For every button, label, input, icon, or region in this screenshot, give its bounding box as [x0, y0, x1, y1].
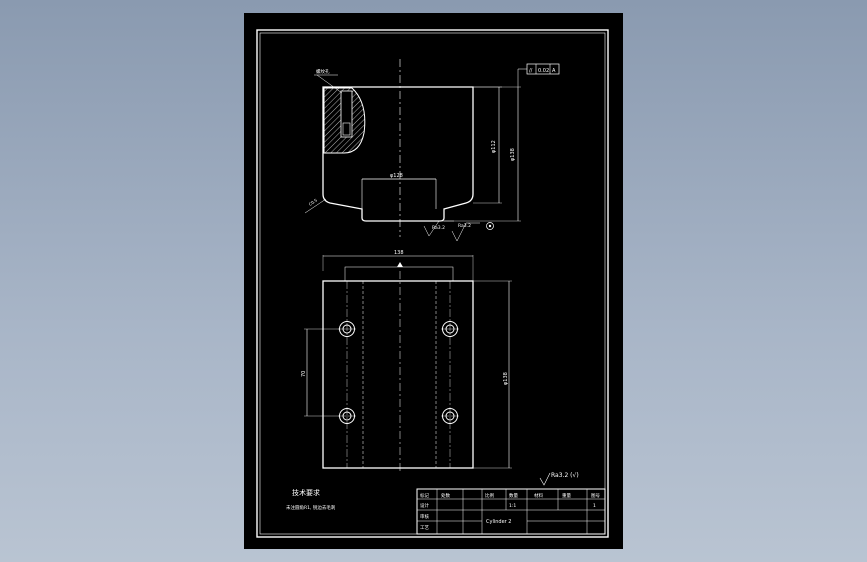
- dim-hole-spacing: 70: [301, 371, 307, 377]
- part-name: Cylinder 2: [486, 519, 511, 525]
- tb-r4c1: 工艺: [420, 525, 429, 531]
- mount-hole-bl: [338, 408, 356, 424]
- inner-border-thin: [259, 32, 606, 535]
- tolerance-datum: A: [552, 68, 556, 74]
- tolerance-symbol: //: [529, 68, 533, 74]
- tb-r1c6: 重量: [562, 492, 571, 499]
- arrow-marker: [397, 262, 403, 267]
- chamfer-label: C0.5: [308, 197, 319, 207]
- mount-hole-tl: [338, 321, 356, 337]
- bottom-view-outline: [322, 280, 474, 469]
- roughness-1: Ra3.2: [432, 225, 445, 231]
- tb-r1c4: 数量: [509, 492, 518, 499]
- tolerance-leader: [517, 68, 527, 87]
- tb-r2c7: 1: [593, 503, 596, 509]
- hole-bottom: [342, 122, 351, 136]
- roughness-symbol-1: [423, 220, 454, 237]
- tb-r1c5: 材料: [534, 492, 543, 499]
- inner-border: [256, 29, 609, 538]
- datum-circle: [486, 222, 494, 230]
- leader-section: [316, 74, 343, 94]
- inner-top-slot: [344, 266, 454, 282]
- threaded-hole-section: [340, 90, 353, 138]
- roughness-2: Ra3.2: [458, 223, 471, 229]
- mount-hole-br: [441, 408, 459, 424]
- dim-height-2: φ138: [510, 148, 516, 161]
- title-block: [416, 488, 606, 535]
- tb-r1c1: 标记: [420, 492, 429, 499]
- dim-height: φ138: [503, 372, 509, 385]
- tb-r2c1: 设计: [420, 502, 429, 509]
- tolerance-value: 0.02: [538, 68, 549, 74]
- chamfer-leader: [304, 198, 327, 214]
- dim-height-1: φ112: [491, 140, 497, 153]
- tb-r1c3: 比例: [485, 492, 494, 499]
- dim-inner-width: φ128: [390, 173, 403, 179]
- roughness-symbol-2: [451, 222, 480, 242]
- tb-r1c7: 图号: [591, 493, 600, 499]
- section-label: 螺纹孔: [316, 68, 330, 75]
- tech-req-title: 技术要求: [292, 488, 320, 497]
- drawing-sheet: φ128 螺纹孔 C0.5 // 0.02 A: [244, 13, 623, 549]
- tb-r2c4: 1:1: [509, 503, 516, 509]
- mount-hole-tr: [441, 321, 459, 337]
- tb-r3c1: 审核: [420, 513, 429, 520]
- finish-symbol: [539, 472, 551, 486]
- datum-center: [488, 224, 492, 228]
- tb-r1c2: 处数: [441, 492, 450, 499]
- tech-req-text: 未注圆角R1, 锐边去毛刺: [286, 504, 336, 511]
- dim-width: 138: [394, 250, 404, 256]
- drawing-canvas: φ128 螺纹孔 C0.5 // 0.02 A: [256, 29, 609, 538]
- surface-finish-note: Ra3.2 (√): [551, 472, 579, 479]
